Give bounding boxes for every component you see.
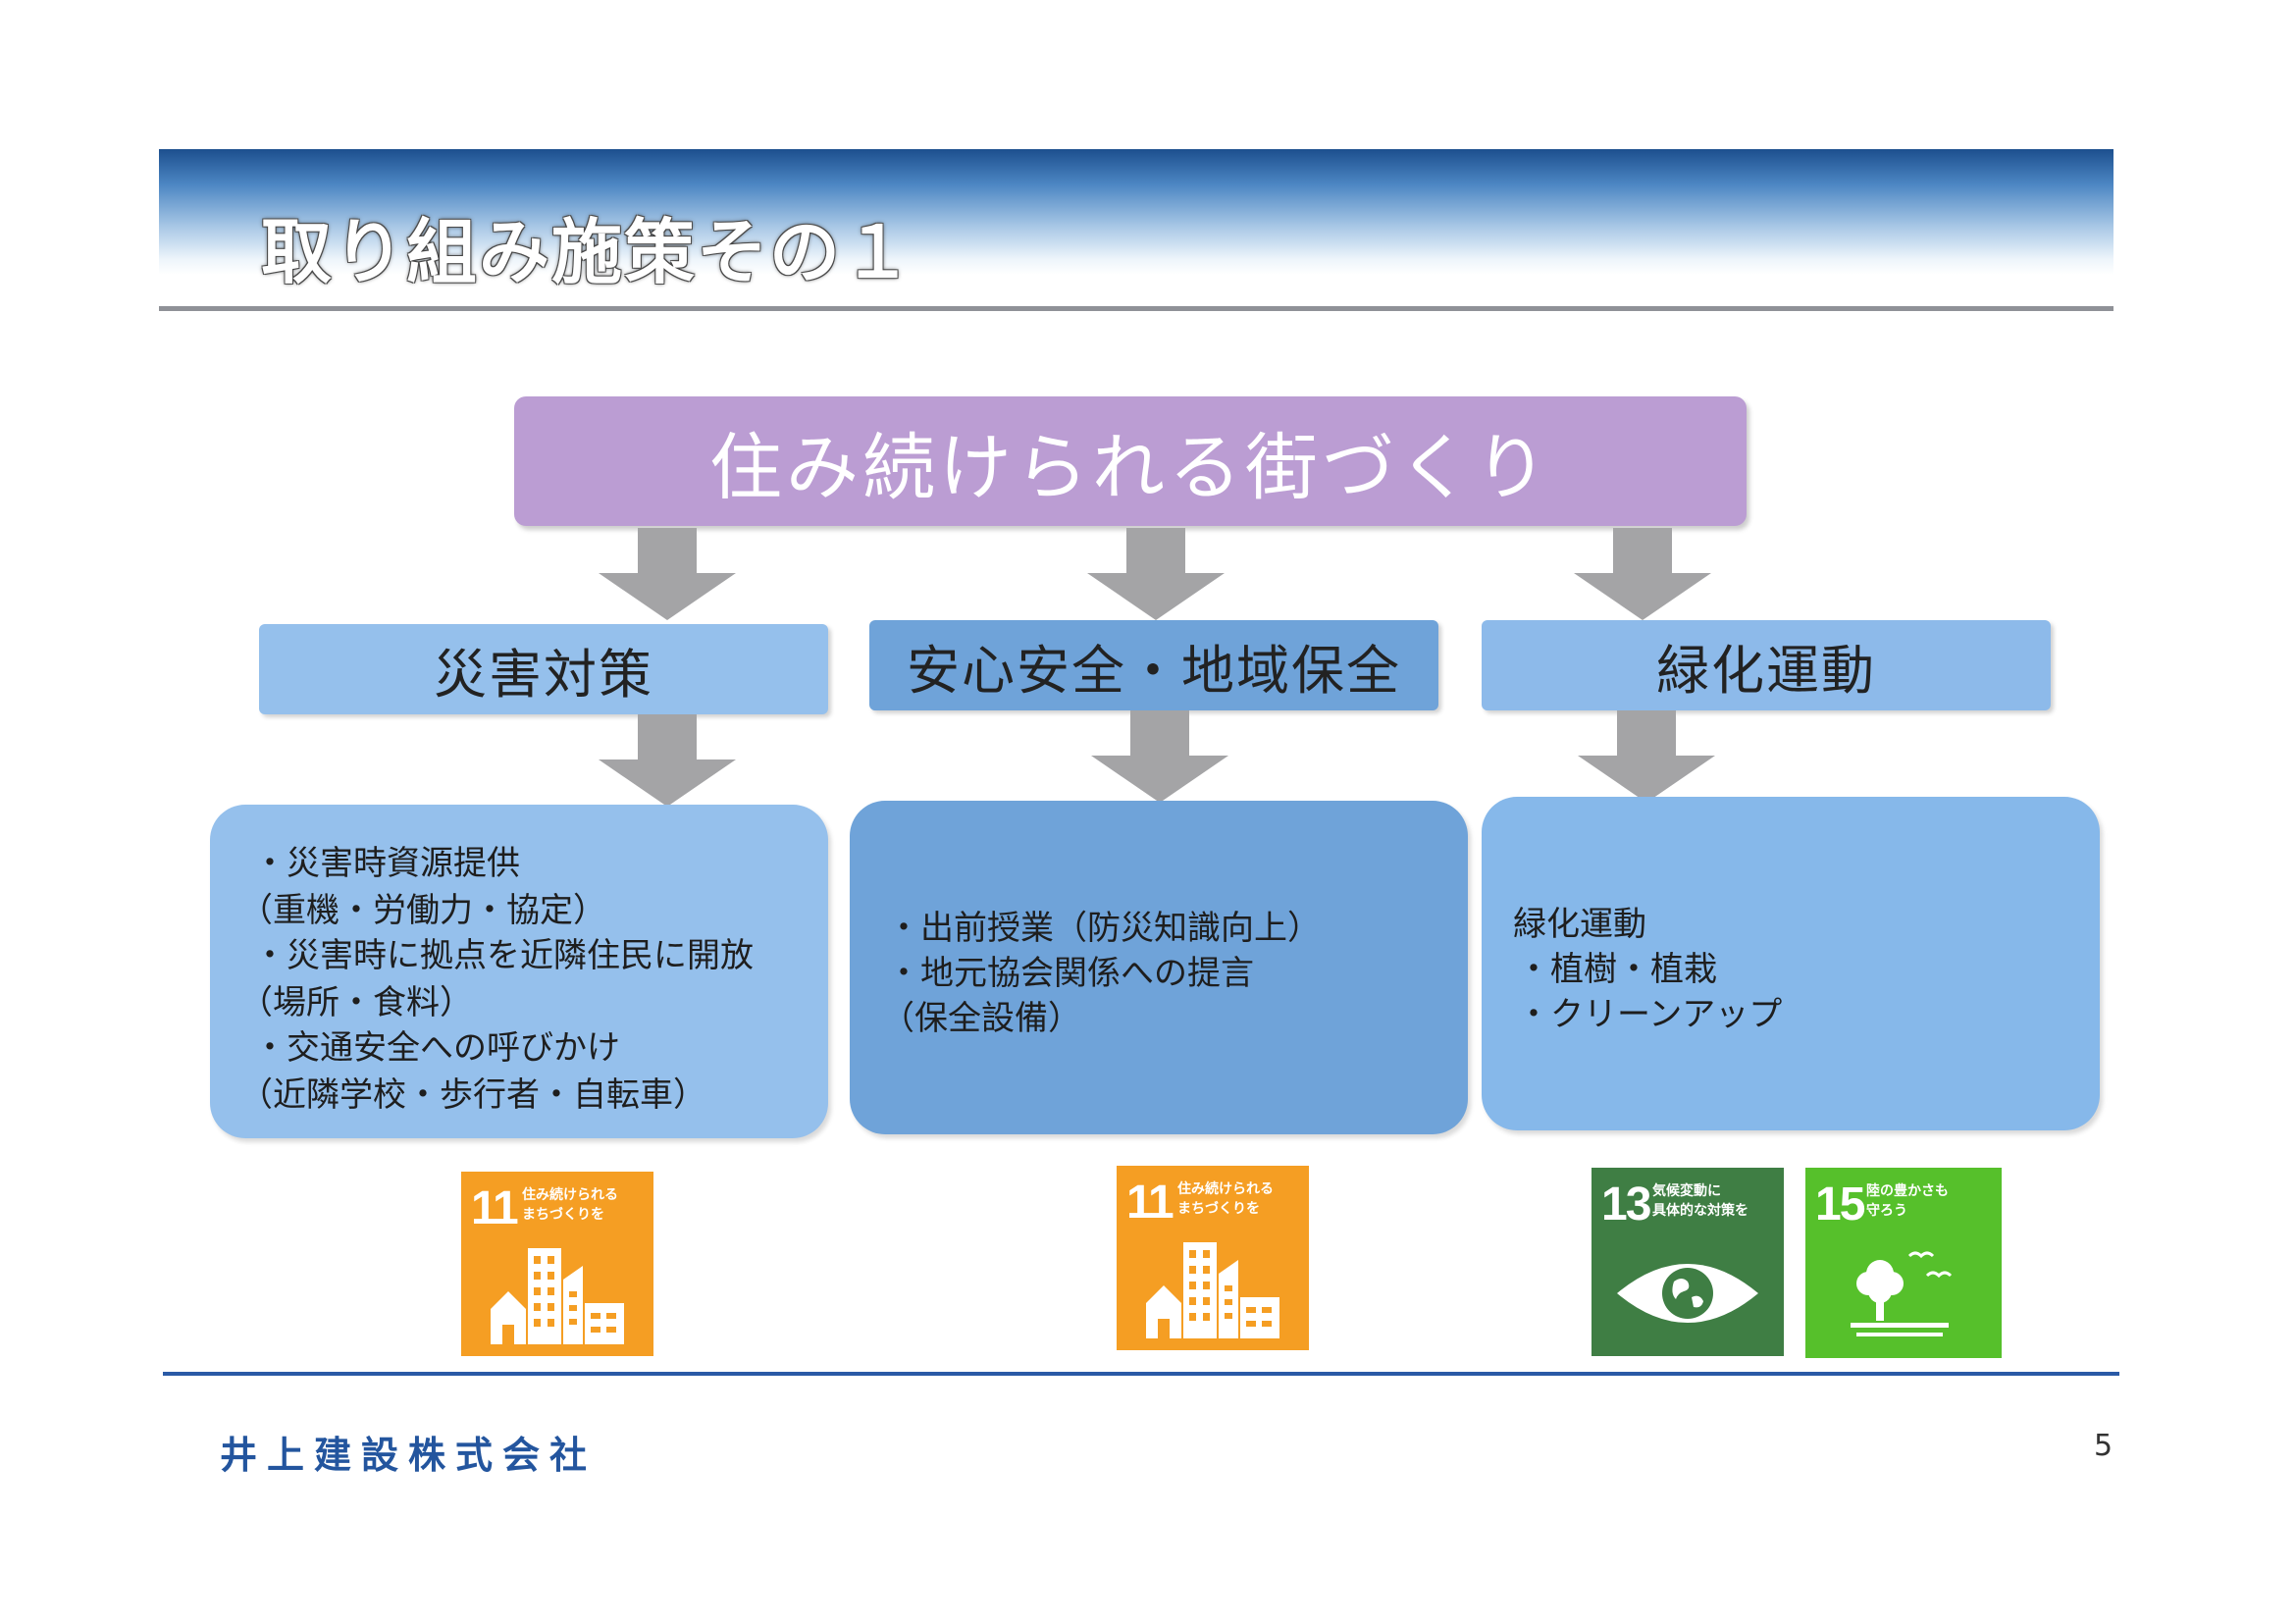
sdg-number: 13: [1601, 1178, 1651, 1230]
category-label: 安心安全・地域保全: [907, 639, 1401, 702]
city-icon: [1146, 1242, 1279, 1338]
detail-line: （近隣学校・歩行者・自転車）: [239, 1075, 706, 1115]
detail-line: ・出前授業（防災知識向上）: [887, 909, 1321, 948]
sdg-number: 11: [1126, 1177, 1174, 1229]
eye-globe-icon: [1617, 1264, 1758, 1323]
title-underline: [159, 306, 2113, 311]
detail-line: ・クリーンアップ: [1517, 995, 1783, 1034]
down-arrow-icon: [599, 528, 736, 620]
page-number: 5: [2094, 1429, 2113, 1463]
category-box-greening: 緑化運動: [1482, 620, 2051, 710]
sdg-text: 守ろう: [1866, 1203, 1907, 1219]
detail-box-greening: 緑化運動 ・植樹・植栽 ・クリーンアップ: [1482, 797, 2100, 1130]
detail-box-disaster: ・災害時資源提供 （重機・労働力・協定） ・災害時に拠点を近隣住民に開放 （場所…: [210, 805, 828, 1138]
down-arrow-icon: [1091, 710, 1228, 803]
company-name: 井上建設株式会社: [220, 1434, 598, 1477]
sdg-11-icon: 11 住み続けられる まちづくりを: [461, 1172, 653, 1356]
sdg-text: 住み続けられる: [1177, 1181, 1274, 1197]
down-arrow-icon: [1578, 710, 1715, 803]
category-box-safety: 安心安全・地域保全: [869, 620, 1438, 710]
sdg-number: 15: [1815, 1178, 1865, 1230]
down-arrow-icon: [1574, 528, 1711, 620]
category-label: 災害対策: [434, 643, 653, 706]
detail-box-safety: ・出前授業（防災知識向上） ・地元協会関係への提言 （保全設備）: [850, 801, 1468, 1134]
detail-line: （場所・食料）: [239, 983, 473, 1022]
slide-title: 取り組み施策その１: [261, 211, 915, 293]
category-label: 緑化運動: [1656, 639, 1876, 702]
title-banner: [159, 149, 2113, 275]
city-icon: [491, 1248, 624, 1344]
detail-line: （保全設備）: [881, 999, 1081, 1038]
detail-line: 緑化運動: [1513, 905, 1646, 944]
sdg-number: 11: [471, 1182, 519, 1234]
category-box-disaster: 災害対策: [259, 624, 828, 714]
detail-line: （重機・労働力・協定）: [239, 891, 606, 930]
main-theme-label: 住み続けられる街づくり: [709, 425, 1551, 510]
detail-line: ・災害時に拠点を近隣住民に開放: [253, 936, 754, 975]
sdg-13-icon: 13 気候変動に 具体的な対策を: [1592, 1168, 1784, 1356]
detail-line: ・災害時資源提供: [253, 844, 520, 883]
sdg-11-icon: 11 住み続けられる まちづくりを: [1117, 1166, 1309, 1350]
detail-line: ・交通安全への呼びかけ: [253, 1028, 620, 1068]
sdg-text: 陸の豊かさも: [1866, 1183, 1949, 1199]
down-arrow-icon: [1087, 528, 1225, 620]
detail-line: ・植樹・植栽: [1517, 950, 1717, 989]
detail-line: ・地元協会関係への提言: [887, 954, 1254, 993]
sdg-text: 住み続けられる: [522, 1187, 618, 1203]
down-arrow-icon: [599, 714, 736, 807]
main-theme-box: 住み続けられる街づくり: [514, 396, 1747, 526]
sdg-text: 具体的な対策を: [1652, 1203, 1748, 1219]
footer-rule: [163, 1372, 2119, 1376]
tree-birds-icon: [1851, 1251, 1953, 1336]
sdg-15-icon: 15 陸の豊かさも 守ろう: [1805, 1168, 2002, 1358]
sdg-text: まちづくりを: [522, 1207, 604, 1223]
sdg-text: まちづくりを: [1177, 1201, 1260, 1217]
sdg-text: 気候変動に: [1652, 1183, 1721, 1199]
